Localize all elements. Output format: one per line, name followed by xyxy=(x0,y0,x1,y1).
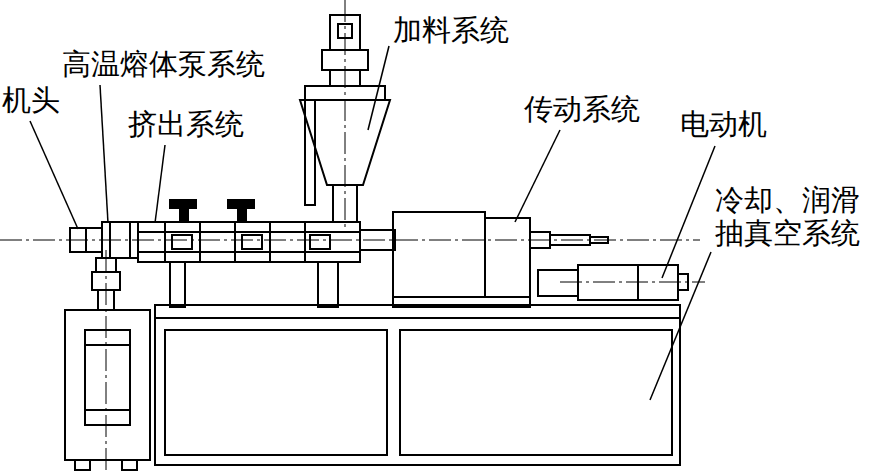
extruder-barrel xyxy=(172,235,192,249)
label-holder: 机头 xyxy=(2,84,60,117)
heater-clip xyxy=(170,200,196,208)
gearbox xyxy=(530,232,550,248)
part-label: 传动系统 xyxy=(524,93,640,126)
machine-head xyxy=(85,228,87,252)
base-frame xyxy=(165,330,387,455)
feed-hopper xyxy=(330,15,360,50)
extruder-barrel xyxy=(318,262,338,307)
gearbox xyxy=(550,235,590,245)
leader-line xyxy=(650,252,711,400)
melt-pump xyxy=(92,272,120,290)
heater-clip xyxy=(228,200,254,208)
leader-line xyxy=(368,46,389,130)
label-holder: 传动系统 xyxy=(524,93,640,126)
part-label: 加料系统 xyxy=(393,14,509,47)
base-frame xyxy=(400,330,672,455)
feed-hopper xyxy=(322,50,368,70)
extruder-barrel xyxy=(138,251,360,253)
leader-line xyxy=(100,85,108,223)
melt-pump xyxy=(109,222,111,258)
label-holder: 冷却、润滑 抽真空系统 xyxy=(715,184,865,251)
feed-hopper xyxy=(338,24,352,38)
feed-hopper xyxy=(305,100,315,205)
center-line xyxy=(0,240,700,241)
machine-head xyxy=(70,228,102,252)
gearbox xyxy=(393,212,608,307)
part-label: 高温熔体泵系统 xyxy=(62,48,265,81)
gearbox xyxy=(485,218,530,297)
melt-pump xyxy=(85,330,130,425)
feed-hopper xyxy=(333,185,357,222)
extruder-barrel xyxy=(164,222,166,262)
extruder-barrel xyxy=(269,222,271,262)
extruder-barrel xyxy=(304,222,306,262)
extruder-outline xyxy=(0,0,715,473)
melt-pump xyxy=(75,460,90,470)
leader-line xyxy=(30,121,78,229)
extruder-barrel xyxy=(138,222,395,307)
extruder-barrel xyxy=(199,222,201,262)
electric-motor xyxy=(578,265,638,300)
center-line xyxy=(0,0,705,473)
melt-pump xyxy=(102,222,138,258)
leader-line xyxy=(155,145,165,223)
extruder-barrel xyxy=(234,222,236,262)
extruder-barrel xyxy=(360,230,395,250)
electric-motor xyxy=(538,270,578,296)
base-frame xyxy=(155,317,680,319)
melt-pump xyxy=(96,258,116,272)
base-frame xyxy=(155,305,680,465)
label-holder: 电动机 xyxy=(680,108,767,141)
feed-hopper xyxy=(300,15,390,222)
part-label: 电动机 xyxy=(680,108,767,141)
melt-pump xyxy=(85,344,130,346)
leader-line xyxy=(30,46,715,400)
extruder-barrel xyxy=(138,231,360,233)
heater-clip xyxy=(238,208,246,222)
label-holder: 加料系统 xyxy=(393,14,509,47)
melt-pump xyxy=(122,460,137,470)
leader-line xyxy=(515,130,560,222)
electric-motor xyxy=(638,265,678,300)
label-holder: 高温熔体泵系统 xyxy=(62,48,265,81)
machine-head xyxy=(70,228,102,252)
extruder-barrel xyxy=(242,235,262,249)
electric-motor xyxy=(678,274,688,290)
feed-hopper xyxy=(330,70,360,86)
heater-clip xyxy=(170,200,254,222)
extruder-barrel xyxy=(170,262,185,307)
gearbox xyxy=(393,212,485,297)
melt-pump xyxy=(98,290,114,310)
label-holder: 挤出系统 xyxy=(128,108,244,141)
feed-hopper xyxy=(305,86,385,100)
part-label: 冷却、润滑 抽真空系统 xyxy=(715,184,865,251)
gearbox xyxy=(590,237,608,243)
center-line xyxy=(560,282,705,283)
center-line xyxy=(106,250,107,473)
extruder-barrel xyxy=(310,235,330,249)
part-label: 挤出系统 xyxy=(128,108,244,141)
center-line xyxy=(345,0,346,230)
melt-pump xyxy=(85,409,130,411)
base-frame xyxy=(155,305,680,465)
part-label: 机头 xyxy=(2,84,60,117)
feed-hopper xyxy=(300,100,390,185)
leader-line xyxy=(662,146,715,278)
melt-pump xyxy=(65,310,150,460)
melt-pump xyxy=(129,222,131,258)
extruder-barrel xyxy=(138,222,360,262)
heater-clip xyxy=(180,208,188,222)
